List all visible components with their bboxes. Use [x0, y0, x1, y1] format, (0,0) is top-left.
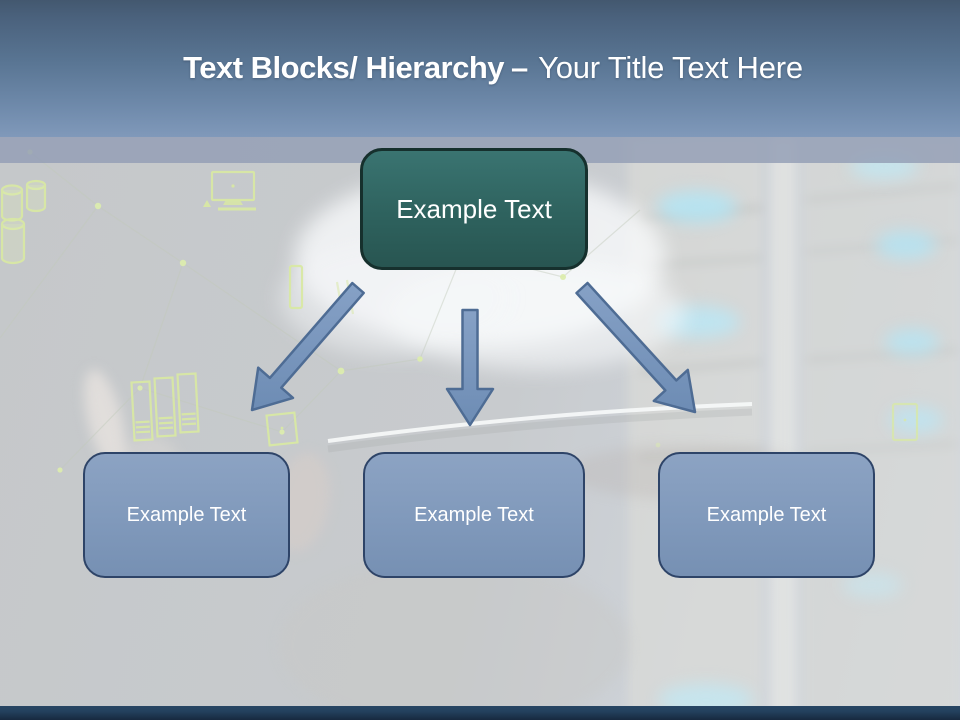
child-node-2[interactable]: Example Text [363, 452, 585, 578]
root-node[interactable]: Example Text [360, 148, 588, 270]
slide-header: Text Blocks/ Hierarchy–Your Title Text H… [0, 0, 960, 137]
child-node-1[interactable]: Example Text [83, 452, 290, 578]
title-subtitle: Your Title Text Here [538, 50, 803, 85]
child-node-3[interactable]: Example Text [658, 452, 875, 578]
node-label: Example Text [126, 503, 247, 526]
title-emphasis: Text Blocks/ Hierarchy [183, 50, 505, 85]
monitor-icon [203, 170, 256, 211]
database-cylinder-icon [0, 179, 47, 265]
root-node-label: Example Text [396, 193, 552, 224]
title-separator: – [511, 50, 529, 85]
slide-title: Text Blocks/ Hierarchy–Your Title Text H… [0, 50, 960, 86]
lineart-icons [0, 170, 919, 447]
node-label: Example Text [706, 503, 827, 526]
server-rack-icon [130, 372, 200, 442]
node-label: Example Text [414, 503, 534, 526]
footer-bar [0, 706, 960, 720]
